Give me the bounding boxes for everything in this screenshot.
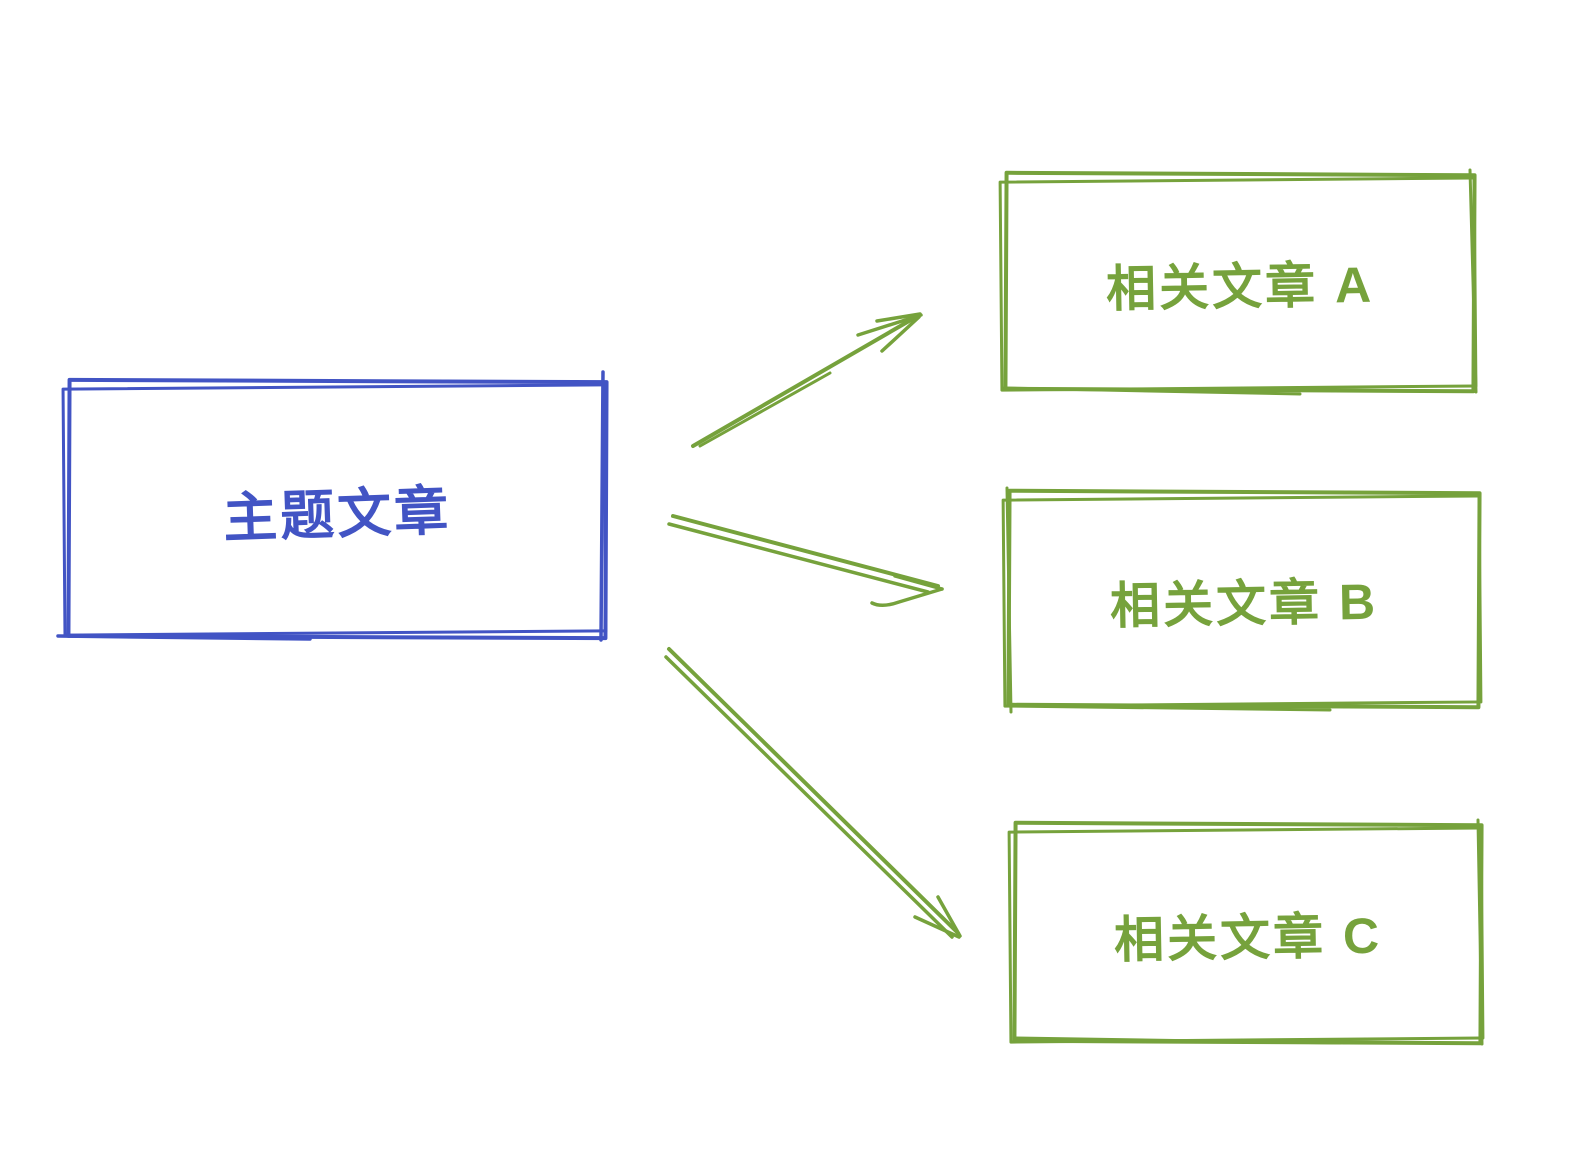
related-article-a-node[interactable]: 相关文章 A bbox=[1003, 172, 1477, 394]
source-node-label: 主题文章 bbox=[222, 480, 453, 549]
arrow-to-related-c[interactable] bbox=[664, 647, 962, 939]
arrow-to-related-b[interactable] bbox=[667, 514, 944, 607]
related-article-c-outline bbox=[1007, 818, 1485, 1046]
related-article-b-label: 相关文章 B bbox=[1109, 573, 1379, 635]
related-article-b-node[interactable]: 相关文章 B bbox=[1006, 490, 1482, 710]
source-node[interactable]: 主题文章 bbox=[66, 378, 608, 640]
related-article-a-outline bbox=[998, 168, 1478, 396]
related-article-b-outline bbox=[1001, 486, 1483, 714]
related-article-c-label: 相关文章 C bbox=[1113, 907, 1383, 969]
related-article-a-label: 相关文章 A bbox=[1105, 256, 1375, 318]
source-box-outline bbox=[56, 370, 609, 642]
related-article-c-node[interactable]: 相关文章 C bbox=[1012, 822, 1484, 1046]
arrow-to-related-a[interactable] bbox=[691, 312, 923, 448]
